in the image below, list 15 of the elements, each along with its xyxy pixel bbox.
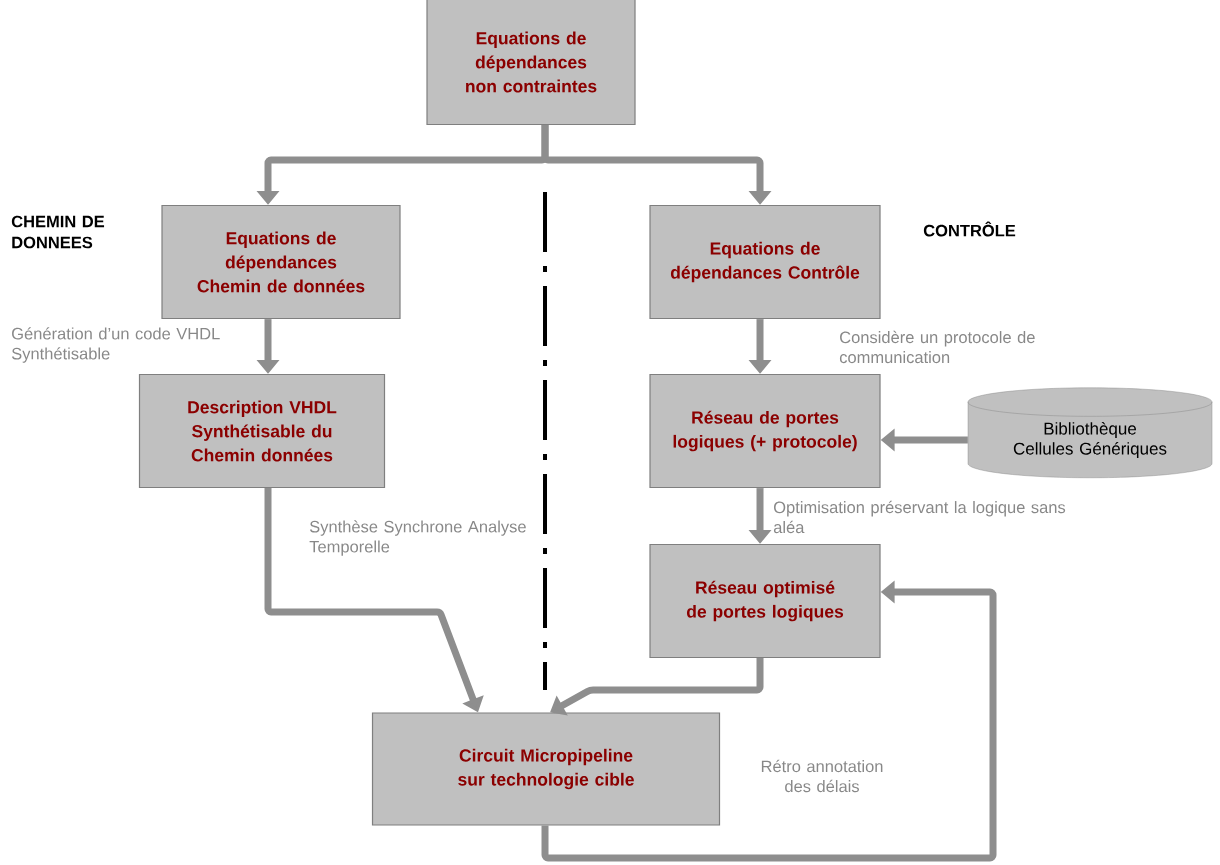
process-box: Réseau de portes logiques (+ protocole): [649, 373, 881, 489]
edge-label: Optimisation préservant la logique sans aléa: [773, 500, 1066, 534]
process-box: Equations de dépendances non contraintes: [426, 0, 636, 126]
section-label: CHEMIN DE DONNEES: [11, 215, 105, 249]
edge-label: Considère un protocole de communication: [839, 330, 1035, 364]
edge-label: Génération d’un code VHDL Synthétisable: [11, 327, 220, 363]
process-box: Description VHDL Synthétisable du Chemin données: [138, 373, 386, 489]
edge-label: Synthèse Synchrone Analyse Temporelle: [309, 520, 526, 556]
section-label: CONTRÔLE: [923, 221, 1016, 237]
process-box: Réseau optimisé de portes logiques: [649, 543, 881, 659]
edge-label: Rétro annotation des délais: [761, 759, 883, 793]
cylinder: Bibliothèque Cellules Génériques: [967, 387, 1213, 478]
process-box: Equations de dépendances Contrôle: [649, 204, 881, 320]
process-box: Circuit Micropipeline sur technologie cible: [371, 712, 721, 826]
process-box: Equations de dépendances Chemin de données: [161, 204, 401, 320]
